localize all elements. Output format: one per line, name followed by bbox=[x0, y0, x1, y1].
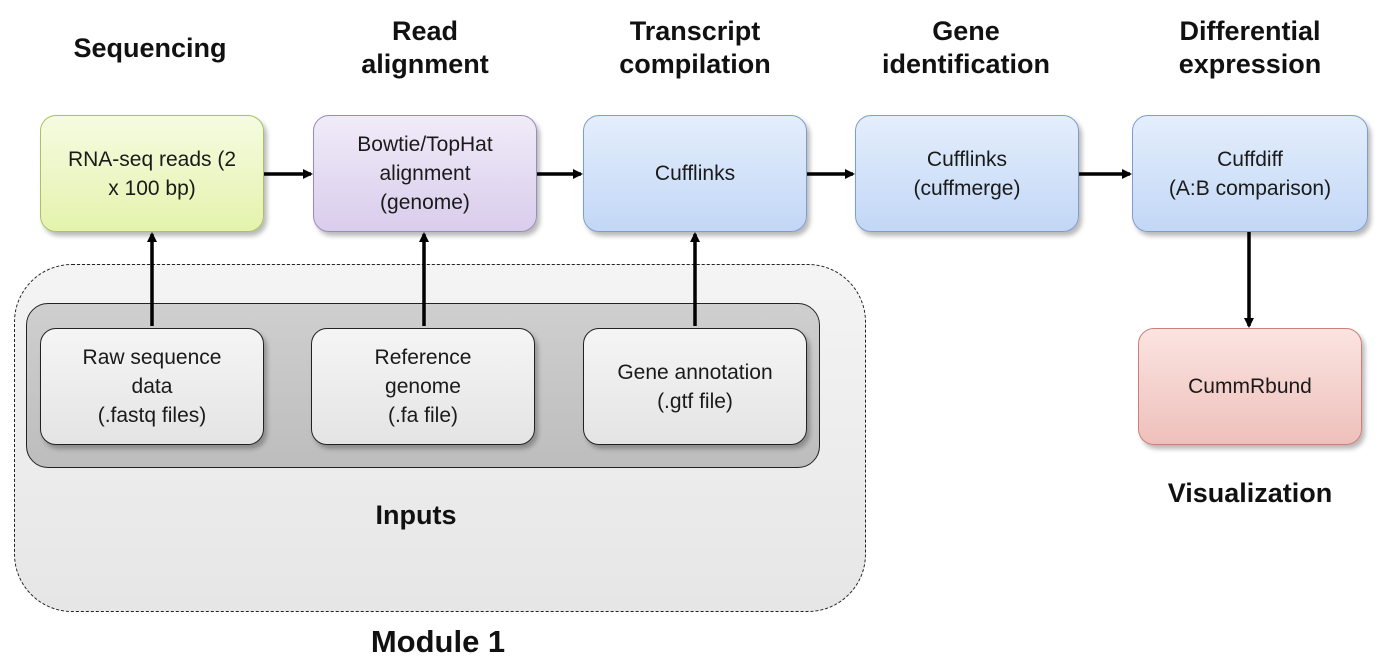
visualization-label: Visualization bbox=[1167, 478, 1333, 508]
stage-title-differential-expression: Differential expression bbox=[1178, 16, 1322, 79]
cufflinks-box: Cufflinks bbox=[583, 115, 807, 232]
stage-title-sequencing: Sequencing bbox=[73, 33, 227, 63]
raw-sequence-box: Raw sequence data (.fastq files) bbox=[40, 328, 264, 445]
inputs-label: Inputs bbox=[375, 500, 457, 530]
cufflinks-cuffmerge-box: Cufflinks (cuffmerge) bbox=[855, 115, 1079, 232]
stage-title-gene-identification: Gene identification bbox=[882, 16, 1050, 79]
bowtie-tophat-box: Bowtie/TopHat alignment (genome) bbox=[313, 115, 537, 232]
cummrbund-box: CummRbund bbox=[1138, 328, 1362, 445]
stage-title-read-alignment: Read alignment bbox=[361, 16, 489, 79]
stage-title-transcript-compilation: Transcript compilation bbox=[619, 16, 771, 79]
cuffdiff-box: Cuffdiff (A:B comparison) bbox=[1132, 115, 1368, 232]
gene-annotation-box: Gene annotation (.gtf file) bbox=[583, 328, 807, 445]
rnaseq-reads-box: RNA-seq reads (2 x 100 bp) bbox=[40, 115, 264, 232]
reference-genome-box: Reference genome (.fa file) bbox=[311, 328, 535, 445]
module-label: Module 1 bbox=[370, 624, 506, 659]
